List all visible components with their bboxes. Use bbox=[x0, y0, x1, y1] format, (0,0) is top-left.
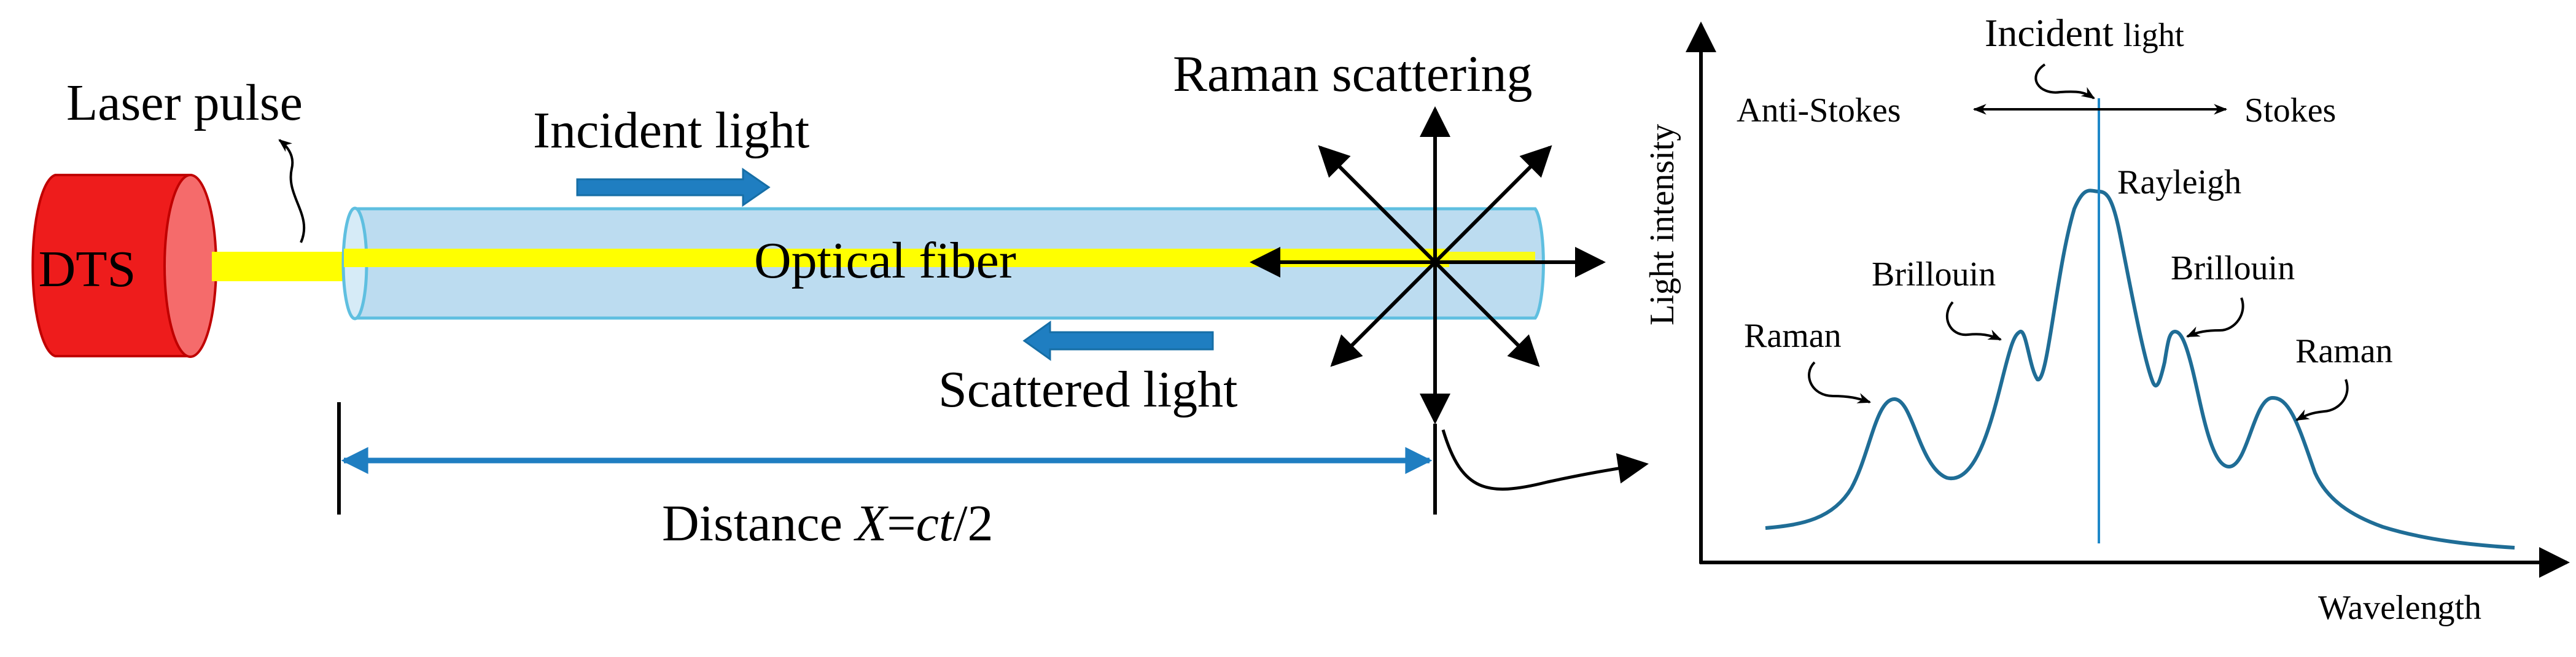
incident-light-label: Incident light bbox=[533, 102, 809, 159]
raman-left-label: Raman bbox=[1744, 317, 1842, 355]
raman-scattering-label: Raman scattering bbox=[1173, 45, 1532, 103]
brillouin-right-label: Brillouin bbox=[2171, 249, 2295, 287]
scattered-light-label: Scattered light bbox=[938, 361, 1238, 418]
laser-beam bbox=[212, 252, 344, 281]
dts-label: DTS bbox=[39, 241, 136, 298]
x-axis-label: Wavelength bbox=[2318, 589, 2481, 627]
laser-pulse-label: Laser pulse bbox=[66, 74, 303, 131]
connector-arrow bbox=[1441, 429, 1649, 491]
spectrum-curve bbox=[1765, 189, 2515, 550]
distance-label: Distance X=ct/2 bbox=[662, 495, 994, 552]
brillouin-left-pointer bbox=[1945, 301, 2002, 341]
laser-pulse-pointer bbox=[278, 139, 306, 243]
optical-fiber-label: Optical fiber bbox=[754, 232, 1016, 289]
raman-scattering-arrows bbox=[1250, 106, 1606, 424]
rayleigh-label: Rayleigh bbox=[2117, 163, 2241, 201]
incident-light-arrow bbox=[576, 168, 771, 207]
raman-right-pointer bbox=[2295, 379, 2349, 421]
spectrum-plot: Light intensity Wavelength Incident ligh… bbox=[1643, 11, 2570, 627]
brillouin-left-label: Brillouin bbox=[1872, 255, 1996, 294]
incident-light-spectrum-label: Incident light bbox=[1985, 11, 2184, 55]
scattered-light-arrow bbox=[1022, 321, 1214, 361]
brillouin-right-pointer bbox=[2185, 297, 2244, 338]
raman-left-pointer bbox=[1808, 361, 1872, 403]
stokes-label: Stokes bbox=[2244, 91, 2336, 130]
y-axis-label: Light intensity bbox=[1643, 124, 1681, 325]
incident-light-pointer bbox=[2034, 63, 2095, 99]
anti-stokes-label: Anti-Stokes bbox=[1737, 91, 1901, 130]
raman-right-label: Raman bbox=[2295, 332, 2393, 370]
dts-device: DTS bbox=[31, 174, 217, 358]
